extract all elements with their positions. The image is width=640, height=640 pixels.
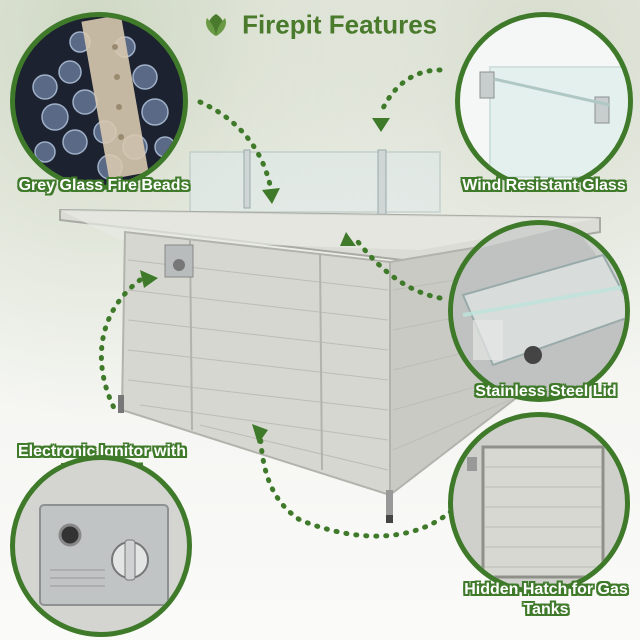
ignitor-image bbox=[10, 455, 192, 637]
glass-guard-photo bbox=[479, 66, 628, 178]
label-wind-glass: Wind Resistant Glass bbox=[462, 177, 626, 194]
steel-lid-photo bbox=[453, 225, 625, 397]
hatch-door-photo bbox=[467, 445, 605, 579]
page-title: Firepit Features bbox=[0, 8, 640, 41]
leaf-icon bbox=[205, 14, 226, 37]
label-hidden-hatch: Hidden Hatch for Gas Tanks bbox=[464, 581, 628, 618]
steel-lid-image bbox=[448, 220, 630, 402]
title-text: Firepit Features bbox=[242, 9, 438, 40]
glass-beads-photo bbox=[32, 17, 176, 180]
label-steel-lid: Stainless Steel Lid bbox=[475, 383, 617, 400]
hidden-hatch-image bbox=[448, 412, 630, 594]
wind-glass-image bbox=[455, 12, 633, 190]
fire-beads-image bbox=[10, 12, 188, 190]
ignitor-panel-photo bbox=[39, 504, 169, 606]
label-fire-beads: Grey Glass Fire Beads bbox=[18, 177, 190, 194]
